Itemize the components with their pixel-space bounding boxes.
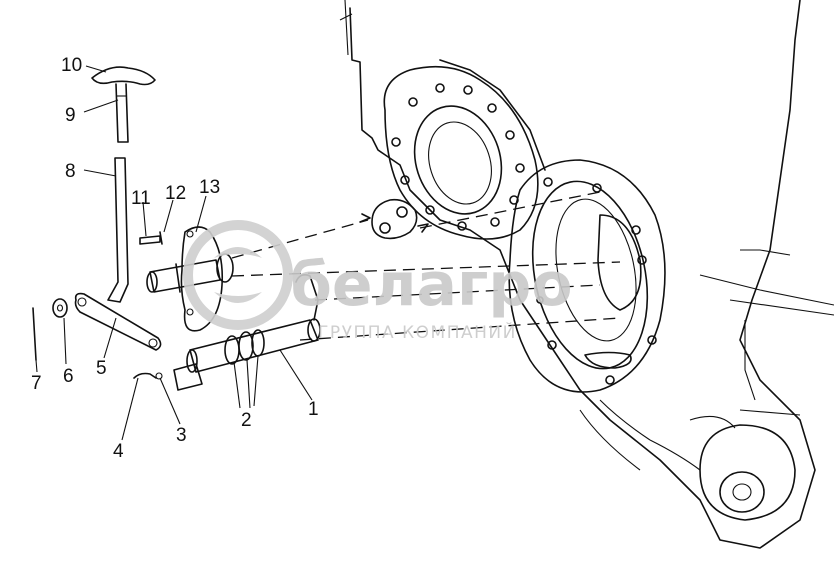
washer <box>52 298 68 318</box>
shift-lever-assembly <box>32 66 163 380</box>
callout-5: 5 <box>96 358 107 379</box>
gearbox-housing <box>339 0 834 549</box>
callout-12: 12 <box>165 183 186 204</box>
pin <box>32 307 37 361</box>
shift-lever <box>107 157 129 303</box>
main-shaft <box>189 319 319 373</box>
watermark: белагро ГРУППА КОМПАНИЙ <box>183 220 573 343</box>
ring <box>238 331 254 361</box>
assembly-lines <box>231 191 621 341</box>
callout-9: 9 <box>65 105 76 126</box>
callout-1: 1 <box>308 399 319 420</box>
callout-6: 6 <box>63 366 74 387</box>
callout-4: 4 <box>113 441 124 462</box>
leader-lines <box>35 65 313 441</box>
lower-flange <box>508 159 666 393</box>
watermark-logo-icon <box>183 220 293 330</box>
link-bar <box>74 292 162 351</box>
ring <box>251 329 265 357</box>
callout-3: 3 <box>176 425 187 446</box>
housing-bracket <box>371 198 418 240</box>
watermark-brand: белагро <box>290 250 573 320</box>
callout-10: 10 <box>61 55 82 76</box>
lever-knob <box>91 66 156 86</box>
upper-rod <box>115 83 129 143</box>
callout-11: 11 <box>131 188 151 209</box>
callout-8: 8 <box>65 161 76 182</box>
cotter-pin <box>133 372 157 379</box>
watermark-tagline: ГРУППА КОМПАНИЙ <box>318 321 517 343</box>
callout-labels: 10 9 8 11 12 13 7 6 5 4 3 2 1 <box>31 55 319 462</box>
callout-7: 7 <box>31 373 42 394</box>
callout-2: 2 <box>241 410 252 431</box>
callout-13: 13 <box>199 177 220 198</box>
